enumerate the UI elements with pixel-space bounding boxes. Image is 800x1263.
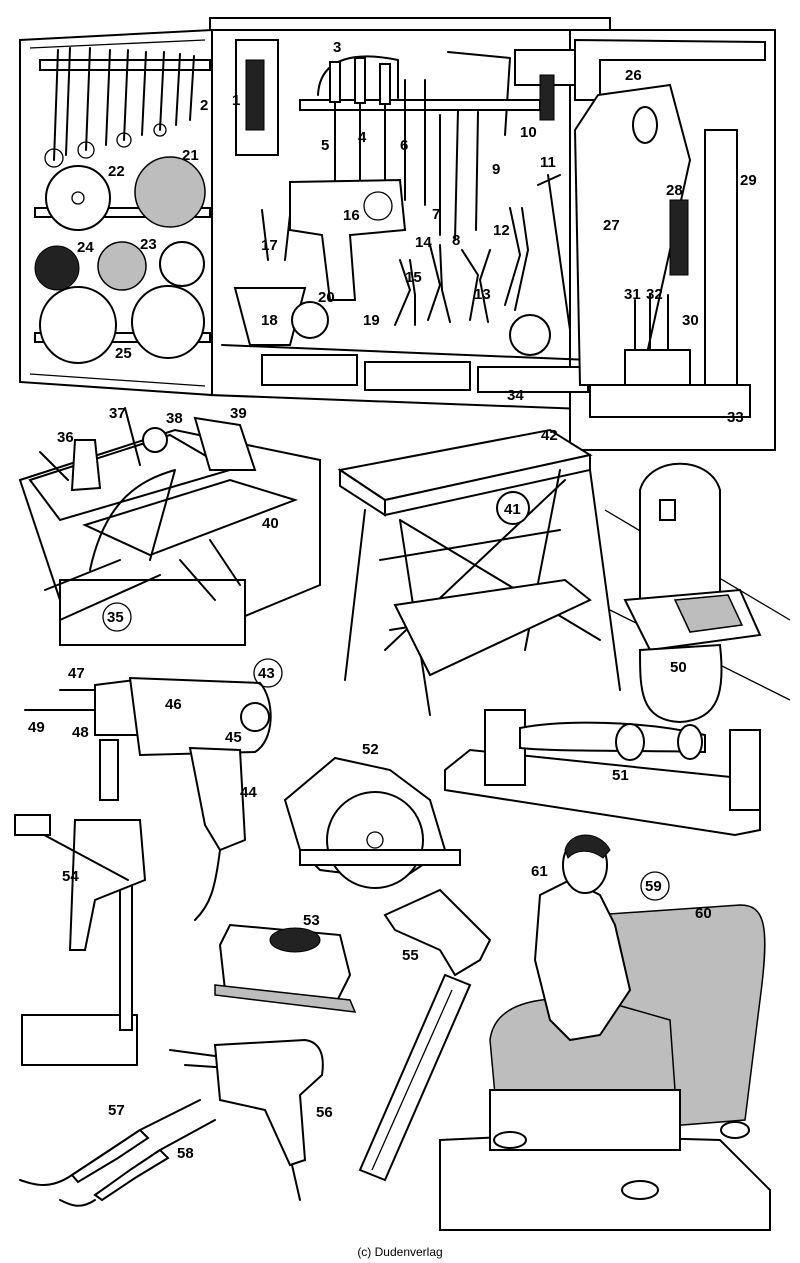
label-28: 28 <box>666 182 683 199</box>
label-17: 17 <box>261 237 278 254</box>
label-20: 20 <box>318 289 335 306</box>
label-23: 23 <box>140 236 157 253</box>
label-19: 19 <box>363 312 380 329</box>
label-21: 21 <box>182 147 199 164</box>
label-53: 53 <box>303 912 320 929</box>
label-48: 48 <box>72 724 89 741</box>
label-32: 32 <box>646 286 663 303</box>
soldering-gun <box>169 1038 324 1201</box>
label-26: 26 <box>625 67 642 84</box>
label-55: 55 <box>402 947 419 964</box>
label-38: 38 <box>166 410 183 427</box>
label-35: 35 <box>107 609 124 626</box>
label-27: 27 <box>603 217 620 234</box>
label-22: 22 <box>108 163 125 180</box>
wire-cup-brush <box>34 245 80 291</box>
label-54: 54 <box>62 868 79 885</box>
label-16: 16 <box>343 207 360 224</box>
label-33: 33 <box>727 409 744 426</box>
label-6: 6 <box>400 137 408 154</box>
label-45: 45 <box>225 729 242 746</box>
folding-workbench <box>337 428 621 716</box>
grinding-disc <box>97 241 147 291</box>
label-12: 12 <box>493 222 510 239</box>
label-30: 30 <box>682 312 699 329</box>
label-5: 5 <box>321 137 329 154</box>
label-40: 40 <box>262 515 279 532</box>
label-36: 36 <box>57 429 74 446</box>
label-59: 59 <box>645 878 662 895</box>
drill-stand <box>14 814 147 1066</box>
label-60: 60 <box>695 905 712 922</box>
label-47: 47 <box>68 665 85 682</box>
label-10: 10 <box>520 124 537 141</box>
label-42: 42 <box>541 427 558 444</box>
label-46: 46 <box>165 696 182 713</box>
label-56: 56 <box>316 1104 333 1121</box>
hedge-trimmer <box>358 888 492 1182</box>
label-49: 49 <box>28 719 45 736</box>
label-37: 37 <box>109 405 126 422</box>
open-end-spanners <box>44 47 195 168</box>
copyright-notice: (c) Dudenverlag <box>357 1245 443 1259</box>
impact-drill <box>24 676 272 921</box>
orbital-sander <box>214 923 357 1013</box>
label-9: 9 <box>492 161 500 178</box>
label-39: 39 <box>230 405 247 422</box>
tool-cabinet <box>19 17 776 451</box>
label-34: 34 <box>507 387 524 404</box>
upholstery-armchair <box>439 834 771 1231</box>
label-11: 11 <box>540 154 556 171</box>
label-31: 31 <box>624 286 641 303</box>
label-44: 44 <box>240 784 257 801</box>
label-52: 52 <box>362 741 379 758</box>
label-57: 57 <box>108 1102 125 1119</box>
label-14: 14 <box>415 234 432 251</box>
label-2: 2 <box>200 97 208 114</box>
label-43: 43 <box>258 665 275 682</box>
label-51: 51 <box>612 767 629 784</box>
label-50: 50 <box>670 659 687 676</box>
label-29: 29 <box>740 172 757 189</box>
cantilever-toolbox <box>18 407 321 647</box>
label-24: 24 <box>77 239 94 256</box>
hand-tools-back-panel <box>221 38 766 418</box>
label-4: 4 <box>358 129 367 146</box>
label-15: 15 <box>405 269 422 286</box>
cutting-disc <box>45 165 111 231</box>
label-13: 13 <box>474 286 491 303</box>
polishing-bonnet <box>134 156 206 228</box>
label-3: 3 <box>333 39 341 56</box>
label-41: 41 <box>504 501 521 518</box>
label-61: 61 <box>531 863 548 880</box>
label-7: 7 <box>432 206 440 223</box>
circular-saw <box>283 756 461 889</box>
sanding-disc <box>39 286 117 364</box>
item-number-labels: 1 2 3 4 5 6 7 8 9 10 11 12 13 14 15 16 1… <box>28 39 757 1162</box>
label-8: 8 <box>452 232 460 249</box>
soldering-irons <box>19 1099 216 1207</box>
wood-turning-lathe <box>444 709 761 837</box>
label-25: 25 <box>115 345 132 362</box>
label-1: 1 <box>232 92 240 109</box>
label-58: 58 <box>177 1145 194 1162</box>
label-18: 18 <box>261 312 278 329</box>
bandsaw <box>604 462 791 724</box>
